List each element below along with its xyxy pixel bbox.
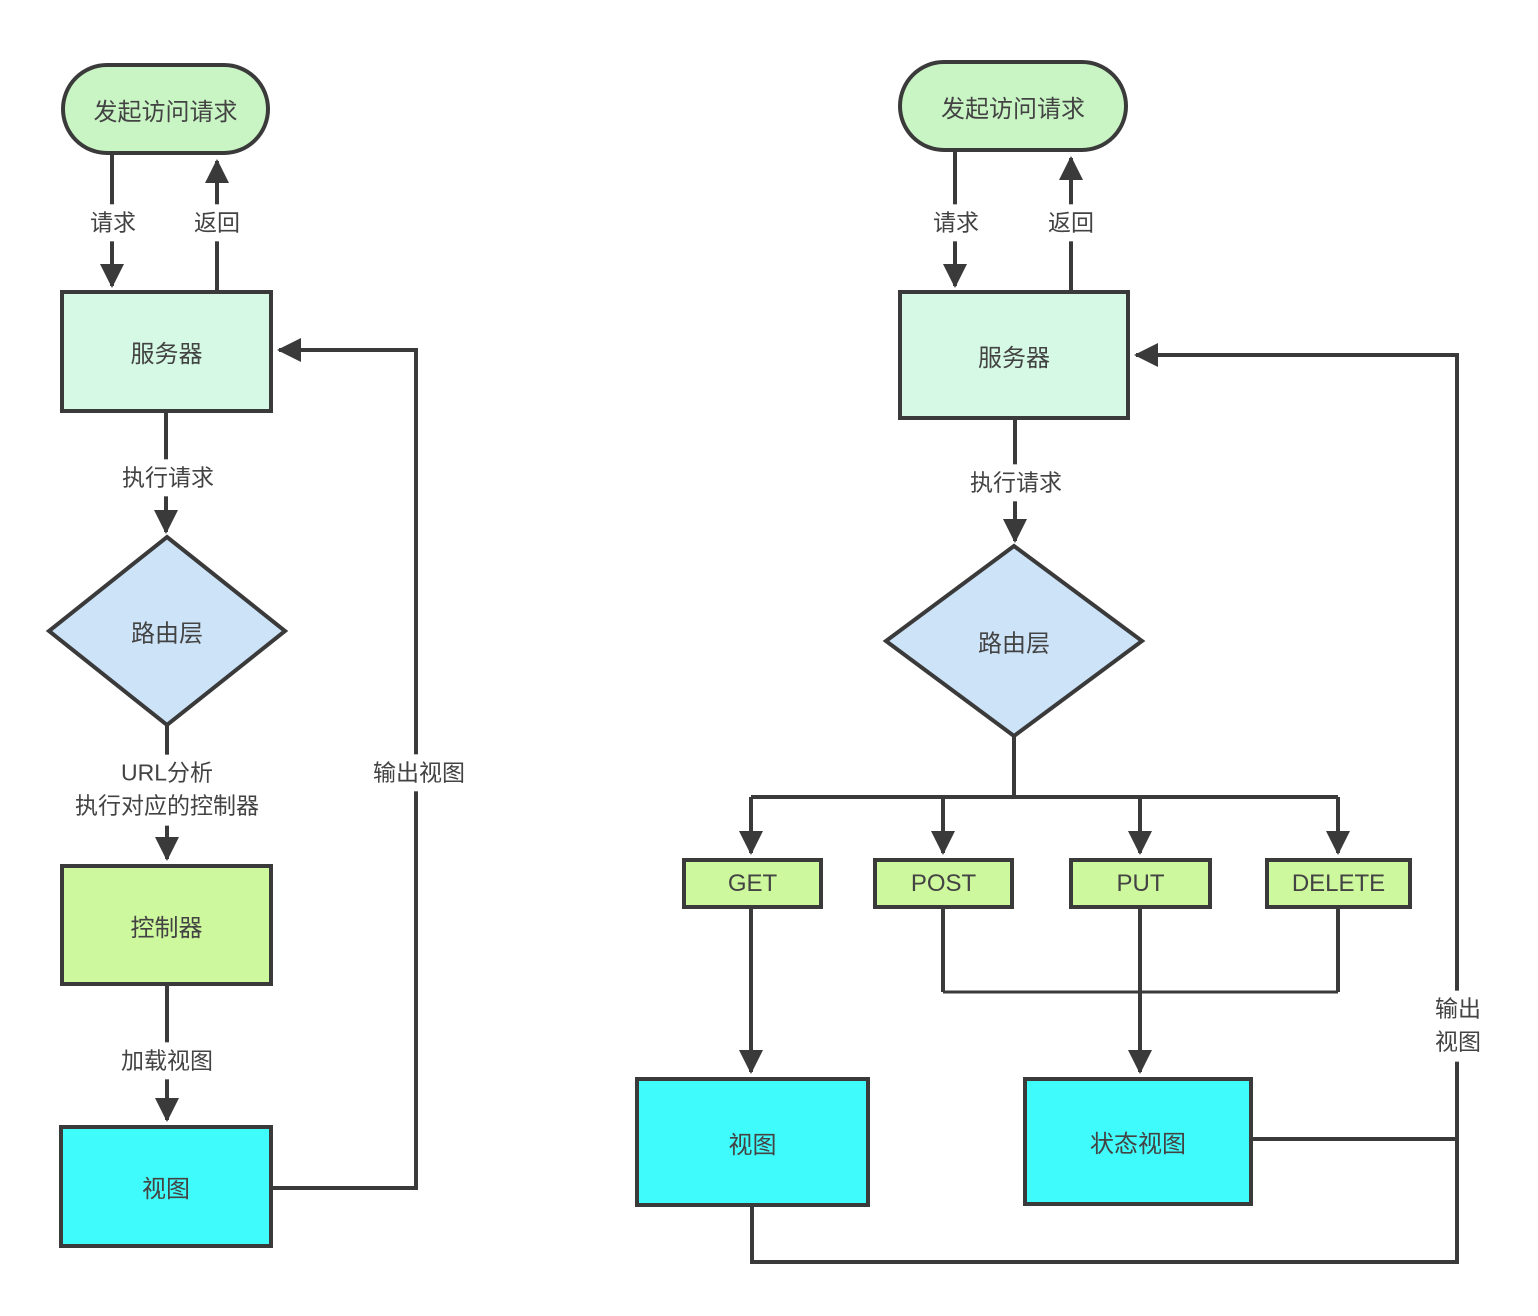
right-request-label: 请求 [927, 204, 985, 242]
right-view-node: 视图 [635, 1077, 870, 1207]
right-return-label: 返回 [1042, 204, 1100, 242]
right-output-view-return-arrow [750, 343, 1459, 1264]
right-execute-label: 执行请求 [964, 464, 1068, 502]
right-start-label: 发起访问请求 [941, 95, 1085, 123]
right-status-view-label: 状态视图 [1090, 1131, 1186, 1158]
left-start-node: 发起访问请求 [61, 63, 270, 155]
method-get-label: GET [727, 869, 778, 897]
left-output-view-label: 输出视图 [367, 754, 471, 792]
left-start-label: 发起访问请求 [93, 98, 238, 126]
left-request-label: 请求 [84, 204, 142, 242]
right-status-view-node: 状态视图 [1023, 1077, 1253, 1206]
right-router-label: 路由层 [978, 630, 1050, 658]
left-controller-node: 控制器 [60, 864, 273, 986]
left-router-label: 路由层 [131, 620, 203, 648]
left-server-node: 服务器 [60, 290, 273, 413]
left-return-label: 返回 [188, 204, 246, 242]
method-put-label: PUT [1116, 869, 1165, 897]
left-url-analysis-label: URL分析 执行对应的控制器 [69, 754, 265, 826]
left-load-view-label: 加载视图 [115, 1042, 219, 1080]
right-server-node: 服务器 [898, 290, 1130, 420]
left-router-diamond [45, 534, 289, 728]
method-get-node: GET [682, 858, 823, 909]
right-server-label: 服务器 [978, 344, 1050, 372]
left-view-node: 视图 [59, 1125, 273, 1248]
left-execute-label: 执行请求 [116, 459, 220, 497]
right-view-label: 视图 [728, 1131, 777, 1159]
right-output-view-label: 输出视图 [1418, 990, 1498, 1062]
method-delete-label: DELETE [1291, 869, 1386, 897]
right-router-diamond [882, 543, 1146, 739]
method-put-node: PUT [1069, 858, 1212, 909]
left-view-label: 视图 [142, 1176, 190, 1203]
left-server-label: 服务器 [130, 341, 203, 368]
method-post-node: POST [873, 858, 1014, 909]
method-delete-node: DELETE [1265, 858, 1412, 909]
method-post-label: POST [910, 869, 977, 897]
left-controller-label: 控制器 [130, 914, 203, 942]
right-start-node: 发起访问请求 [898, 60, 1128, 152]
